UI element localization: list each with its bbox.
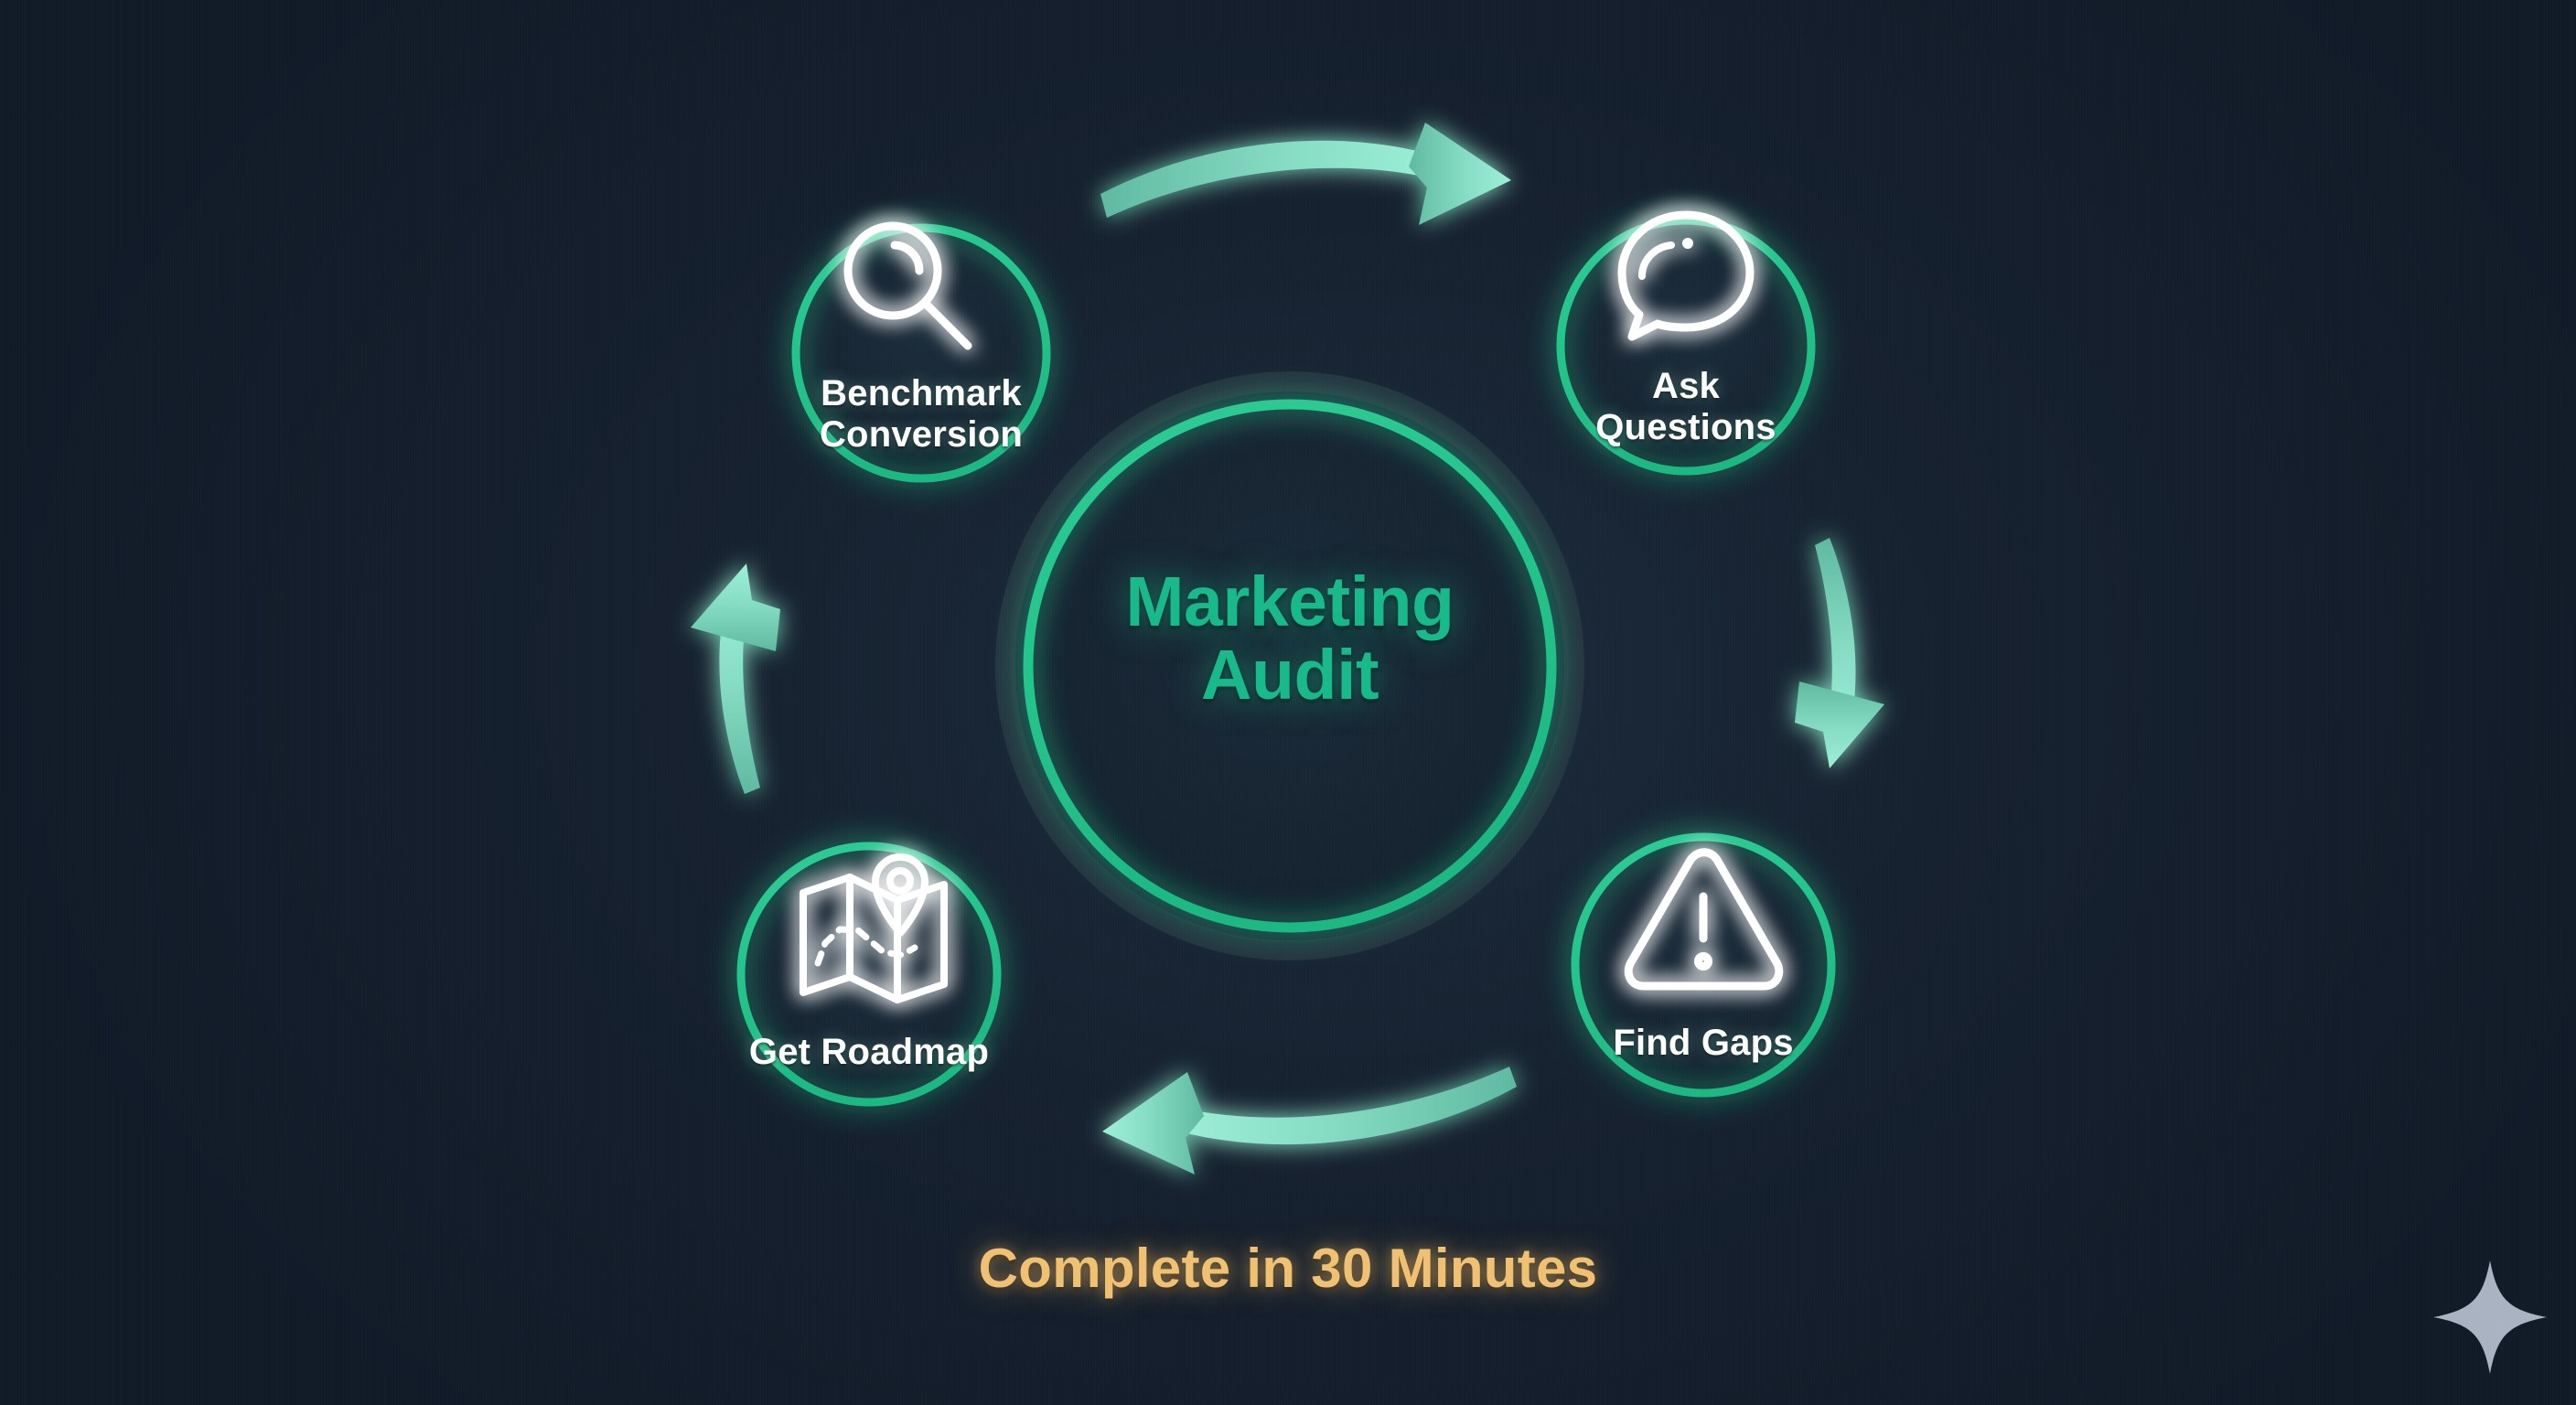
center-ring — [1023, 399, 1557, 933]
arrow-left-head — [691, 563, 780, 651]
arrow-top — [1100, 123, 1511, 225]
arrow-right-head — [1795, 681, 1884, 768]
arrow-left-shaft — [719, 590, 760, 794]
node-find-gaps[interactable] — [1562, 823, 1845, 1107]
footer-caption: Complete in 30 Minutes — [978, 1238, 1598, 1299]
arrow-bottom-shaft — [1169, 1067, 1517, 1145]
arrow-top-shaft — [1100, 140, 1444, 218]
node-benchmark-conversion[interactable] — [782, 214, 1060, 492]
node-ring-gaps — [1571, 832, 1836, 1098]
center-outer-ring — [995, 371, 1584, 960]
arrow-right-shaft — [1815, 538, 1856, 743]
arrow-top-head — [1409, 123, 1511, 225]
sparkle-icon — [2433, 1260, 2547, 1374]
node-ask-questions[interactable] — [1547, 207, 1825, 485]
map-pin-icon — [800, 853, 948, 1003]
warning-triangle-icon — [1624, 848, 1784, 991]
node-ring-benchmark — [791, 223, 1051, 483]
node-get-roadmap[interactable] — [727, 832, 1011, 1116]
node-ring-ask — [1556, 216, 1816, 476]
node-ring-roadmap — [736, 842, 1002, 1107]
center-title: Marketing Audit — [1125, 563, 1454, 715]
arrow-right — [1795, 538, 1884, 768]
speech-bubble-icon — [1617, 210, 1755, 341]
center-circle[interactable] — [995, 371, 1584, 960]
arrow-bottom-head — [1102, 1072, 1204, 1174]
arrow-bottom — [1102, 1067, 1517, 1174]
node-disc-benchmark — [796, 228, 1046, 478]
magnifier-icon — [843, 221, 972, 350]
center-disc — [1028, 404, 1551, 928]
arrow-left — [691, 563, 780, 794]
